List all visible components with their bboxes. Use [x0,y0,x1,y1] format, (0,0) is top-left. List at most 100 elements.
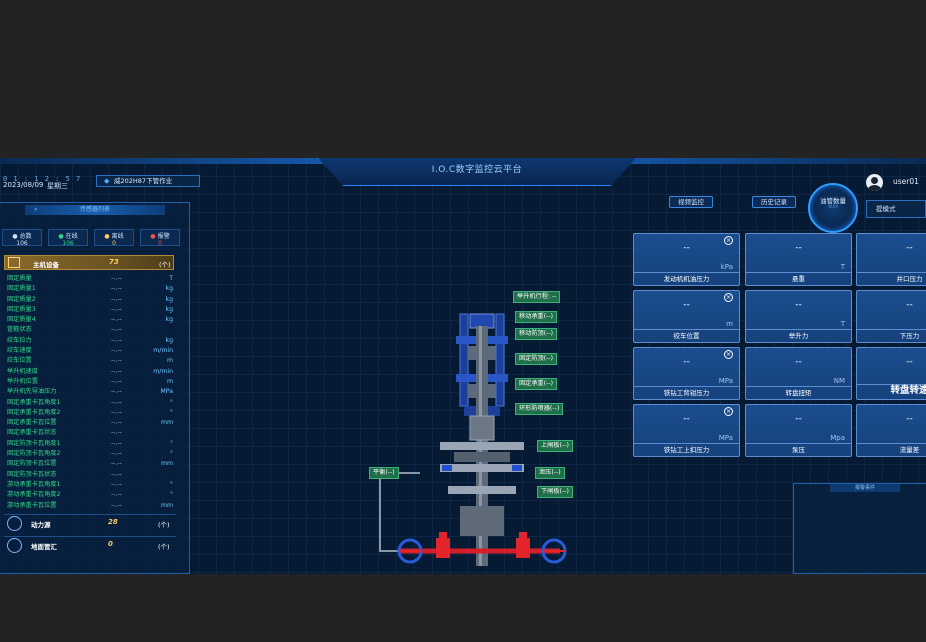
parameter-row[interactable]: 固定承重卡瓦状态--.-- [7,428,177,438]
metric-card[interactable]: --流量差 [856,404,926,457]
metric-card[interactable]: --下压力 [856,290,926,343]
alarm-title: 报警事件 [830,484,900,492]
parameter-row[interactable]: 绞车速度--.--m/min [7,346,177,356]
user-avatar-icon[interactable] [866,174,883,191]
stat-value: 0 [112,240,116,247]
tag-kill[interactable]: 泄压(--) [535,467,565,479]
category-count: 28 [108,518,118,526]
tag-balance[interactable]: 平衡(--) [369,467,399,479]
parameter-row[interactable]: 管箍状态--.-- [7,325,177,335]
parameter-row[interactable]: 游动承重卡瓦角度2--.--° [7,490,177,500]
category-power-source[interactable]: 动力源 28 (个) [4,514,176,532]
tag-moving-anti-top[interactable]: 移动防顶(--) [515,328,558,340]
main-device-row[interactable]: 主机设备 73 (个) [4,255,174,270]
parameter-row[interactable]: 绞车位置--.--m [7,356,177,366]
well-selector[interactable]: 威202H87下管作业 [96,175,200,187]
category-unit: (个) [158,543,170,551]
parameter-value: --.-- [111,419,122,427]
parameter-row[interactable]: 绞车拉力--.--kg [7,336,177,346]
tag-lower-ram[interactable]: 下闸板(--) [537,486,573,498]
metric-name: 转盘转速 [857,384,926,399]
parameter-unit: MPa [160,388,173,396]
parameter-unit: ° [169,491,173,499]
stat-total[interactable]: ● 总数 106 [2,229,42,247]
parameter-row[interactable]: 固定承重卡瓦角度2--.--° [7,408,177,418]
mode-selector[interactable]: 提模式 [866,200,926,218]
manifold-icon [7,538,22,553]
parameter-value: --.-- [111,377,122,385]
close-icon[interactable]: × [724,236,733,245]
parameter-unit: mm [160,419,173,427]
parameter-unit: ° [169,439,173,447]
metric-value: -- [795,357,802,367]
parameter-row[interactable]: 固定防顶卡瓦状态--.-- [7,470,177,480]
stat-offline[interactable]: ● 离线 0 [94,229,134,247]
history-button[interactable]: 历史记录 [752,196,796,208]
parameter-row[interactable]: 举升机速度--.--m/min [7,367,177,377]
parameter-row[interactable]: 举升机位置--.--m [7,377,177,387]
username[interactable]: user01 [893,177,919,186]
parameter-row[interactable]: 固定质量--.--T [7,274,177,284]
tag-moving-load[interactable]: 移动承重(--) [515,311,558,323]
metric-value: -- [683,243,690,253]
metric-name: 发动机机油压力 [634,272,739,285]
metric-value: -- [683,300,690,310]
metric-name: 举升力 [746,329,851,342]
parameter-unit: kg [165,316,173,324]
alarm-panel [793,483,926,574]
parameter-value: --.-- [111,460,122,468]
parameter-row[interactable]: 固定防顶卡瓦位置--.--mm [7,459,177,469]
parameter-unit: mm [160,501,173,509]
parameter-row[interactable]: 固定防顶卡瓦角度2--.--° [7,449,177,459]
stat-online[interactable]: ● 在线 106 [48,229,88,247]
parameter-row[interactable]: 固定质量2--.--kg [7,295,177,305]
parameter-row[interactable]: 固定承重卡瓦角度1--.--° [7,398,177,408]
metric-card[interactable]: --井口压力 [856,233,926,286]
tag-upper-ram[interactable]: 上闸板(--) [537,440,573,452]
metric-card[interactable]: --转盘转速 [856,347,926,400]
power-icon [7,516,22,531]
location-icon: ◆ [104,177,110,185]
sensor-list-tab[interactable]: 传感器列表 [25,205,165,215]
tag-lifter-stroke[interactable]: 举升机行程: -- [513,291,561,303]
parameter-row[interactable]: 固定承重卡瓦位置--.--mm [7,418,177,428]
parameter-name: 固定防顶卡瓦角度2 [7,450,61,458]
metric-unit: kPa [720,263,733,271]
video-monitor-button[interactable]: 视频监控 [669,196,713,208]
tag-annular-bop[interactable]: 环形防喷器(--) [515,403,564,415]
parameter-name: 游动承重卡瓦角度2 [7,491,61,499]
tag-fixed-anti-top[interactable]: 固定防顶(--) [515,353,558,365]
parameter-value: --.-- [111,357,122,365]
double-chevron-icon: » [34,206,38,213]
parameter-row[interactable]: 游动承重卡瓦角度1--.--° [7,480,177,490]
category-ground-manifold[interactable]: 地面管汇 0 (个) [4,536,176,554]
parameter-row[interactable]: 游动承重卡瓦位置--.--mm [7,501,177,511]
tubing-count-sub: NUM [828,204,838,209]
parameter-row[interactable]: 固定质量3--.--kg [7,305,177,315]
close-icon[interactable]: × [724,350,733,359]
stat-alarm[interactable]: ● 报警 0 [140,229,180,247]
parameter-unit: m [166,357,173,365]
parameter-name: 游动承重卡瓦角度1 [7,480,61,488]
parameter-row[interactable]: 固定质量1--.--kg [7,284,177,294]
close-icon[interactable]: × [724,293,733,302]
tag-fixed-load[interactable]: 固定承重(--) [515,378,558,390]
metric-value: -- [795,243,802,253]
stat-value: 0 [158,240,162,247]
parameter-row[interactable]: 固定防顶卡瓦角度1--.--° [7,439,177,449]
parameter-row[interactable]: 固定质量4--.--kg [7,315,177,325]
parameter-unit: kg [165,295,173,303]
parameter-row[interactable]: 举升机先导油压力--.--MPa [7,387,177,397]
parameter-unit: T [169,275,173,282]
close-icon[interactable]: × [724,407,733,416]
parameter-value: --.-- [111,388,122,396]
